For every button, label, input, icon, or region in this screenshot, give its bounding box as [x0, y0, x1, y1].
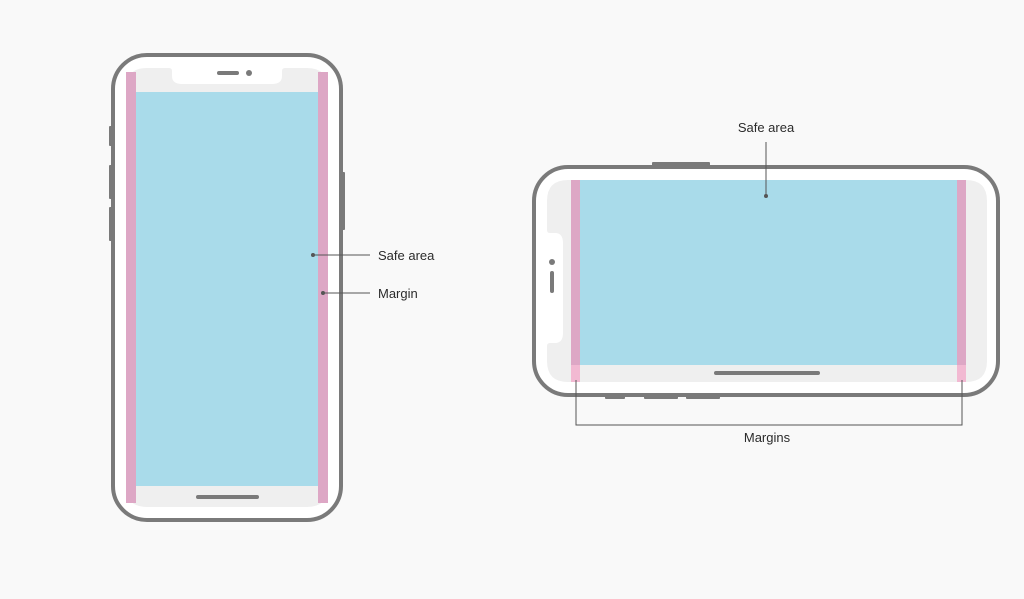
landscape-left-margin-bottom	[571, 365, 580, 382]
landscape-safe-area-callout	[764, 142, 768, 198]
landscape-phone: Safe area Margins	[532, 120, 1000, 445]
portrait-right-margin	[318, 72, 328, 503]
portrait-camera	[246, 70, 252, 76]
landscape-speaker	[550, 271, 554, 293]
portrait-phone: Safe area Margin	[109, 53, 435, 522]
portrait-safe-area-callout	[311, 253, 370, 257]
landscape-left-margin	[571, 180, 580, 365]
landscape-safe-area-callout-dot	[764, 194, 768, 198]
landscape-right-margin	[957, 180, 966, 365]
landscape-home-indicator	[714, 371, 820, 375]
landscape-margins-bracket	[575, 380, 963, 426]
landscape-right-margin-bottom	[957, 365, 966, 382]
portrait-safe-area	[136, 92, 318, 486]
landscape-safe-area-label: Safe area	[738, 120, 795, 135]
landscape-camera	[549, 259, 555, 265]
landscape-safe-area	[580, 180, 957, 365]
portrait-speaker	[217, 71, 239, 75]
portrait-home-indicator	[196, 495, 259, 499]
portrait-margin-label: Margin	[378, 286, 418, 301]
portrait-margin-callout	[321, 291, 370, 295]
portrait-safe-area-label: Safe area	[378, 248, 435, 263]
portrait-left-margin	[126, 72, 136, 503]
landscape-margins-label: Margins	[744, 430, 791, 445]
